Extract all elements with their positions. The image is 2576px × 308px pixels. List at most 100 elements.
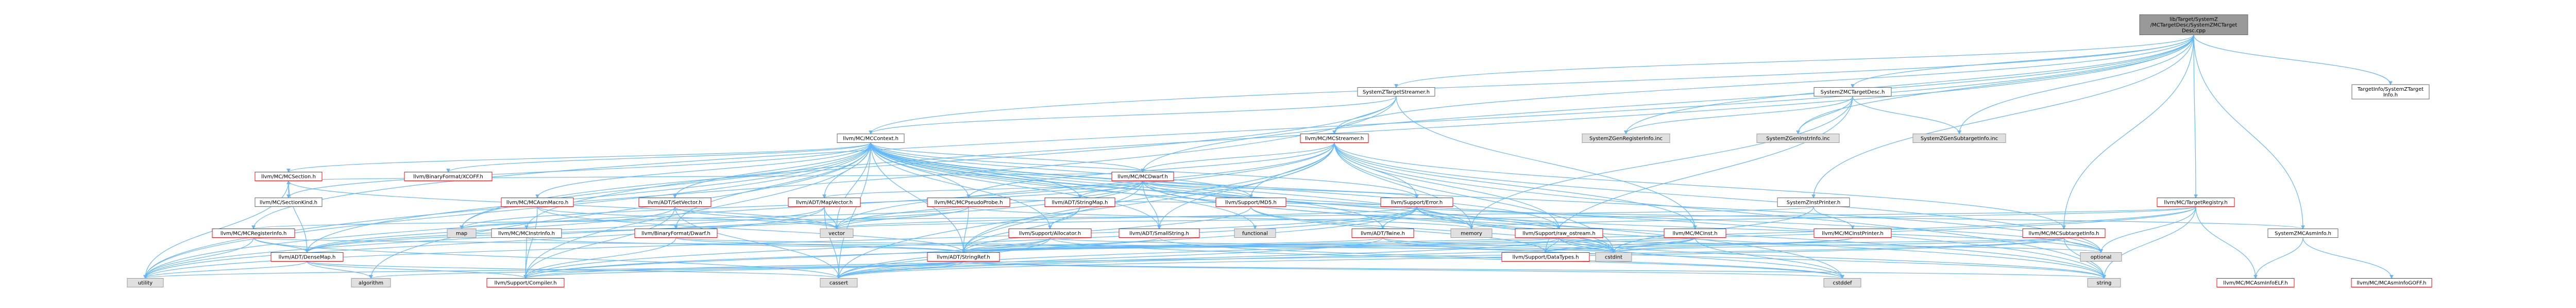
node-adt_twine[interactable]: llvm/ADT/Twine.h: [1351, 229, 1414, 238]
node-box-genreg: [1582, 134, 1670, 143]
edge-arrowhead-root-to-szmcasminfo: [2301, 225, 2305, 230]
node-gensub[interactable]: SystemZGenSubtargetInfo.inc: [1912, 134, 2006, 143]
edge-szmctd-to-genreg: [1625, 96, 1853, 134]
node-label-vector: vector: [828, 231, 845, 237]
edge-arrowhead-root-to-szts: [1394, 84, 1398, 88]
node-adt_smallstring[interactable]: llvm/ADT/SmallString.h: [1118, 229, 1200, 238]
node-label-geninstr: SystemZGenInstrInfo.inc: [1766, 136, 1829, 142]
node-datatypes[interactable]: llvm/Support/DataTypes.h: [1501, 252, 1590, 262]
edge-arrowhead-root-to-mcregistry: [2194, 194, 2198, 199]
node-box-mcctx: [837, 134, 905, 143]
node-box-adt_setvector: [638, 198, 711, 207]
node-box-vector: [820, 229, 854, 238]
node-support_md5[interactable]: llvm/Support/MD5.h: [1215, 198, 1286, 207]
node-genreg[interactable]: SystemZGenRegisterInfo.inc: [1582, 134, 1670, 143]
edge-arrowhead-mcdwarf-to-support_error: [1415, 194, 1419, 199]
node-mcinstrinfo[interactable]: llvm/MC/MCInstrInfo.h: [491, 229, 562, 238]
node-memory[interactable]: memory: [1450, 229, 1493, 238]
node-string[interactable]: string: [2087, 278, 2121, 287]
edge-adt_stringref-to-utility: [145, 261, 964, 279]
edge-mcdwarf-to-support_error: [1142, 180, 1417, 199]
node-cstddef[interactable]: cstddef: [1823, 278, 1861, 287]
node-szmcasminfo[interactable]: SystemZMCAsmInfo.h: [2267, 229, 2338, 238]
edge-mcreginfo-to-cassert: [253, 237, 839, 279]
node-support_alloc[interactable]: llvm/Support/Allocator.h: [1008, 229, 1092, 238]
node-binfmt_xcoff[interactable]: llvm/BinaryFormat/XCOFF.h: [404, 172, 493, 181]
edge-root-to-szts: [1396, 35, 2194, 88]
edge-arrowhead-mcstreamer-to-mcsubtarget: [2062, 225, 2066, 230]
edge-mcstreamer-to-mcinst: [1334, 142, 1696, 229]
edge-arrowhead-root-to-tisz: [2388, 81, 2393, 86]
node-raw_ostream[interactable]: llvm/Support/raw_ostream.h: [1515, 229, 1603, 238]
edge-mcpseudoprobe-to-map: [461, 206, 969, 230]
node-mcsection[interactable]: llvm/MC/MCSection.h: [255, 172, 323, 181]
edge-root-to-mcinstrinfo: [526, 35, 2194, 229]
node-box-support_alloc: [1008, 229, 1092, 238]
edge-adt_densemap-to-compiler: [307, 261, 526, 279]
node-support_error[interactable]: llvm/Support/Error.h: [1380, 198, 1453, 207]
node-mcasminfoelf[interactable]: llvm/MC/MCAsmInfoELF.h: [2216, 278, 2295, 287]
node-mcasminfogoff[interactable]: llvm/MC/MCAsmInfoGOFF.h: [2351, 278, 2432, 287]
node-mcctx[interactable]: llvm/MC/MCContext.h: [837, 134, 905, 143]
header-nodes: lib/Target/SystemZ/MCTargetDesc/SystemZM…: [127, 14, 2432, 287]
node-mcsubtarget[interactable]: llvm/MC/MCSubtargetInfo.h: [2022, 229, 2106, 238]
node-geninstr[interactable]: SystemZGenInstrInfo.inc: [1756, 134, 1840, 143]
node-adt_mapvector[interactable]: llvm/ADT/MapVector.h: [788, 198, 861, 207]
edge-adt_smallstring-to-cstddef: [1159, 237, 1843, 279]
node-cstdint[interactable]: cstdint: [1595, 252, 1632, 262]
node-mcinstprinter[interactable]: llvm/MC/MCInstPrinter.h: [1814, 229, 1892, 238]
edge-root-to-geninstr: [1798, 35, 2194, 134]
edge-mcsubtarget-to-cstdint: [1613, 237, 2064, 253]
node-map[interactable]: map: [447, 229, 477, 238]
node-box-cassert: [820, 278, 858, 287]
edge-raw_ostream-to-cassert: [838, 237, 1560, 279]
node-mcpseudoprobe[interactable]: llvm/MC/MCPseudoProbe.h: [927, 198, 1010, 207]
node-functional[interactable]: functional: [1234, 229, 1276, 238]
node-label-mcsectionkind: llvm/MC/SectionKind.h: [260, 200, 317, 206]
edge-arrowhead-mcinstprinter-to-datatypes: [1544, 249, 1548, 253]
node-szts[interactable]: SystemZTargetStreamer.h: [1357, 87, 1435, 96]
node-compiler[interactable]: llvm/Support/Compiler.h: [486, 278, 565, 287]
edge-mcregistry-to-mcasminfoelf: [2195, 206, 2256, 279]
edge-mcreginfo-to-cstdint: [253, 237, 1614, 253]
edge-mcsection-to-adt_densemap: [288, 181, 308, 253]
edge-arrowhead-root-to-szinstprinter: [1811, 194, 1816, 199]
node-mcinst[interactable]: llvm/MC/MCInst.h: [1664, 229, 1726, 238]
edge-adt_setvector-to-compiler: [525, 206, 675, 279]
node-adt_setvector[interactable]: llvm/ADT/SetVector.h: [638, 198, 711, 207]
edge-adt_setvector-to-vector: [674, 206, 837, 230]
node-utility[interactable]: utility: [127, 278, 164, 287]
node-szmctd[interactable]: SystemZMCTargetDesc.h: [1814, 87, 1892, 96]
node-label-support_error: llvm/Support/Error.h: [1391, 200, 1443, 206]
node-label-mcinstrinfo: llvm/MC/MCInstrInfo.h: [498, 231, 555, 237]
node-mcdwarf[interactable]: llvm/MC/MCDwarf.h: [1111, 172, 1174, 181]
node-szinstprinter[interactable]: SystemZInstPrinter.h: [1777, 198, 1850, 207]
node-cassert[interactable]: cassert: [820, 278, 858, 287]
node-label-adt_stringmap: llvm/ADT/StringMap.h: [1052, 200, 1108, 206]
node-mcreginfo[interactable]: llvm/MC/MCRegisterInfo.h: [212, 229, 295, 238]
node-mcregistry[interactable]: llvm/MC/TargetRegistry.h: [2157, 198, 2235, 207]
node-binfmt_dwarf[interactable]: llvm/BinaryFormat/Dwarf.h: [634, 229, 718, 238]
node-adt_stringmap[interactable]: llvm/ADT/StringMap.h: [1044, 198, 1115, 207]
edge-arrowhead-support_error-to-adt_twine: [1381, 225, 1385, 230]
node-box-mcstreamer: [1300, 134, 1369, 143]
node-label-support_alloc: llvm/Support/Allocator.h: [1019, 231, 1081, 237]
edge-root-to-mcregistry: [2193, 35, 2196, 198]
node-algorithm[interactable]: algorithm: [351, 278, 391, 287]
node-optional[interactable]: optional: [2080, 252, 2122, 262]
node-mcstreamer[interactable]: llvm/MC/MCStreamer.h: [1300, 134, 1369, 143]
node-mcsectionkind[interactable]: llvm/MC/SectionKind.h: [255, 198, 323, 207]
edge-root-to-mcreginfo: [253, 35, 2194, 229]
node-label-root: /MCTargetDesc/SystemZMCTarget: [2150, 23, 2238, 28]
node-box-mcregistry: [2157, 198, 2235, 207]
edge-mcstreamer-to-mcdwarf: [1142, 142, 1335, 172]
node-adt_stringref[interactable]: llvm/ADT/StringRef.h: [927, 252, 1000, 262]
node-vector[interactable]: vector: [820, 229, 854, 238]
node-label-cstddef: cstddef: [1833, 281, 1852, 286]
edge-arrowhead-szinstprinter-to-mcreginfo: [251, 225, 256, 230]
node-mcasmmacro[interactable]: llvm/MC/MCAsmMacro.h: [501, 198, 574, 207]
node-adt_densemap[interactable]: llvm/ADT/DenseMap.h: [270, 252, 344, 262]
node-box-mcsubtarget: [2022, 229, 2106, 238]
